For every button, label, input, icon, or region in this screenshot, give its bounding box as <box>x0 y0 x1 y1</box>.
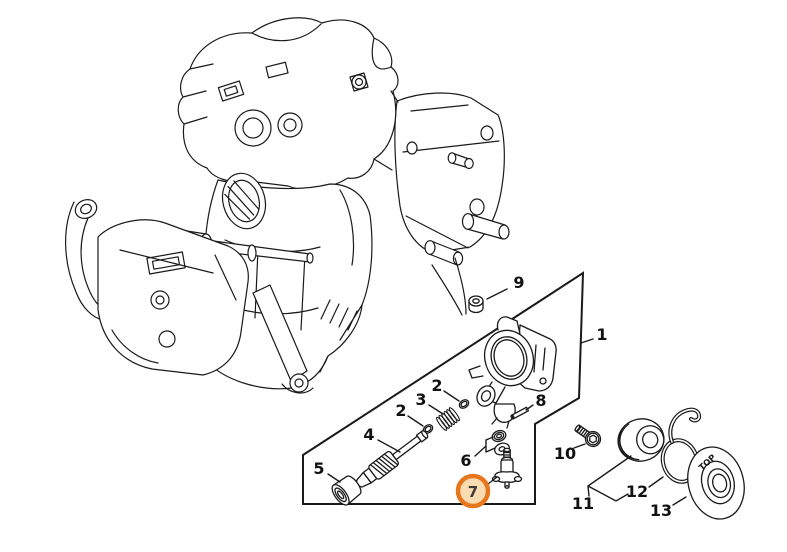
part-worm-gear <box>617 418 665 462</box>
callout-9[interactable]: 9 <box>513 273 524 292</box>
leader-2b <box>407 415 424 427</box>
leader-6 <box>474 436 496 457</box>
leader-9 <box>486 288 508 300</box>
callout-10[interactable]: 10 <box>554 444 576 463</box>
callout-5[interactable]: 5 <box>313 459 324 478</box>
leader-7 <box>487 476 498 485</box>
part-valve <box>491 447 523 489</box>
part-spring <box>436 407 460 431</box>
leader-10 <box>573 443 586 449</box>
callout-7[interactable]: 7 <box>468 483 478 501</box>
part-screw <box>574 424 602 448</box>
leader-8 <box>525 404 534 411</box>
leader-3 <box>428 404 444 415</box>
callout-labels: 1 2 3 2 4 5 6 8 9 10 11 12 13 <box>313 273 672 520</box>
part-washer-disc <box>687 446 745 520</box>
leader-1 <box>580 338 594 344</box>
callout-6[interactable]: 6 <box>460 451 471 470</box>
exploded-parts <box>331 295 745 520</box>
callout-7-highlight-ring[interactable] <box>455 473 491 509</box>
leader-2a <box>443 390 460 402</box>
part-o-ring-upper <box>458 399 470 409</box>
leader-5 <box>327 473 341 483</box>
leader-lines <box>327 288 687 506</box>
highlighted-callout-7[interactable]: 7 <box>455 473 491 509</box>
callout-3[interactable]: 3 <box>415 390 426 409</box>
part-cap <box>331 475 362 506</box>
callout-1[interactable]: 1 <box>596 325 607 344</box>
callout-11[interactable]: 11 <box>572 494 594 513</box>
callout-4[interactable]: 4 <box>363 425 374 444</box>
callout-13[interactable]: 13 <box>650 501 672 520</box>
cylinder-studs <box>424 152 510 266</box>
spark-plug-boss <box>349 72 369 92</box>
callout-8[interactable]: 8 <box>535 391 546 410</box>
part-oil-pump-body <box>468 316 557 429</box>
leader-4 <box>377 439 401 453</box>
callout-12[interactable]: 12 <box>626 482 648 501</box>
starter-pulley <box>221 172 267 230</box>
leader-13 <box>672 496 687 506</box>
callout-2-lower[interactable]: 2 <box>395 401 406 420</box>
exploded-view-panel-frame <box>302 271 585 505</box>
part-pump-shaft <box>356 430 429 488</box>
leader-11 <box>587 455 632 502</box>
engine-assembly-illustration <box>65 17 510 394</box>
callout-2-upper[interactable]: 2 <box>431 376 442 395</box>
part-nut <box>468 295 484 314</box>
leader-12 <box>648 476 664 488</box>
